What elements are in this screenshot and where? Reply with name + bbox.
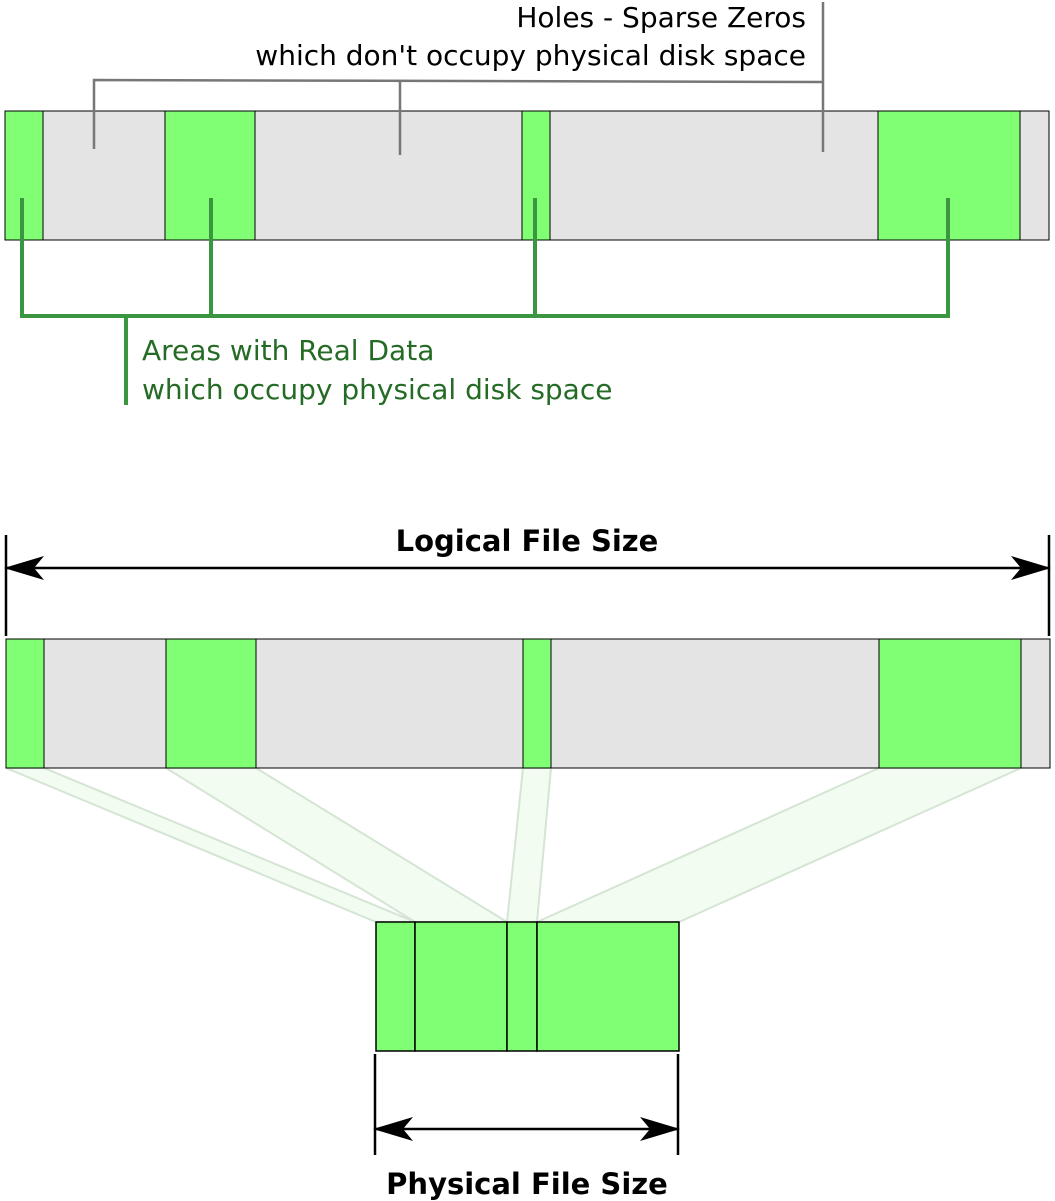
- data-block-4: [878, 638, 1022, 769]
- holes-label-line1: Holes - Sparse Zeros: [516, 1, 806, 34]
- logical-size-label: Logical File Size: [396, 524, 659, 558]
- physical-block-3: [506, 921, 538, 1052]
- data-block-2: [165, 638, 257, 769]
- data-block-3: [522, 638, 552, 769]
- data-label-line2: which occupy physical disk space: [142, 373, 612, 406]
- middle-file-bar: [5, 638, 1051, 769]
- physical-block-2: [414, 921, 508, 1052]
- data-block-1: [5, 638, 45, 769]
- holes-bracket: [92, 2, 825, 155]
- logical-size-dimension: [4, 535, 1051, 636]
- physical-file-bar: [375, 921, 680, 1052]
- data-bracket: [20, 198, 950, 405]
- top-file-bar: [4, 110, 1050, 241]
- physical-size-dimension: [373, 1054, 680, 1155]
- holes-label-line2: which don't occupy physical disk space: [255, 39, 806, 72]
- physical-size-label: Physical File Size: [386, 1167, 668, 1201]
- data-label-line1: Areas with Real Data: [142, 334, 434, 367]
- physical-block-4: [536, 921, 680, 1052]
- physical-block-1: [375, 921, 416, 1052]
- data-block-2: [164, 110, 256, 241]
- mapping-lines: [5, 767, 1022, 923]
